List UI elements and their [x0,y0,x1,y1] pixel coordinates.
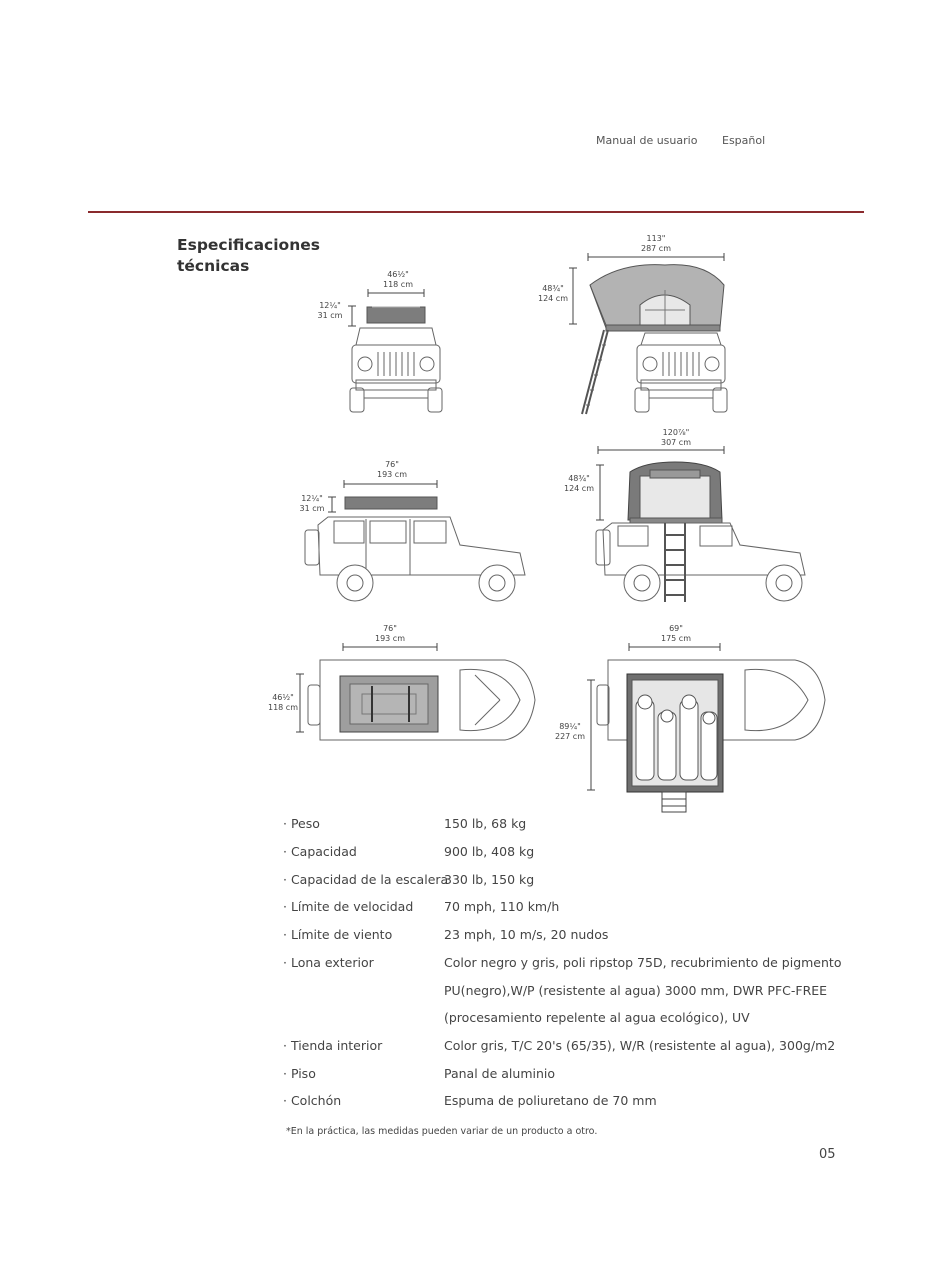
spec-label: · Colchón [283,1093,342,1108]
spec-value: Color negro y gris, poli ripstop 75D, re… [444,955,842,970]
footnote: *En la práctica, las medidas pueden vari… [286,1126,598,1137]
dim-side-closed-height: 12¼"31 cm [299,494,325,513]
dim-front-closed-width: 46½"118 cm [382,270,413,289]
side-view-closed [304,480,526,602]
spec-value: Espuma de poliuretano de 70 mm [444,1093,657,1108]
front-view-closed [348,289,443,413]
header-language: Español [722,134,766,147]
side-view-open [595,446,806,602]
spec-value: 900 lb, 408 kg [444,844,535,859]
front-view-open [569,253,728,415]
spec-label: · Lona exterior [283,955,374,970]
spec-value: 330 lb, 150 kg [444,872,535,887]
page-number: 05 [819,1147,836,1162]
dim-top-open-height: 89¼"227 cm [554,722,585,741]
top-view-closed [296,643,536,741]
spec-value: 70 mph, 110 km/h [444,899,560,914]
spec-value: (procesamiento repelente al agua ecológi… [444,1010,750,1025]
top-view-open [587,643,826,813]
dim-side-closed-width: 76"193 cm [376,460,407,479]
dim-side-open-width: 120⅞"307 cm [660,428,691,447]
dim-front-closed-height: 12¼"31 cm [317,301,343,320]
dim-front-open-height: 48¾"124 cm [537,284,568,303]
dim-top-closed-height: 46½"118 cm [267,693,298,712]
spec-value: 150 lb, 68 kg [444,816,527,831]
spec-label: · Límite de viento [283,927,393,942]
dim-front-open-width: 113"287 cm [640,234,671,253]
spec-label: · Peso [283,816,320,831]
dim-side-open-height: 48¾"124 cm [563,474,594,493]
spec-label: · Límite de velocidad [283,899,414,914]
spec-value: Color gris, T/C 20's (65/35), W/R (resis… [444,1038,836,1053]
header-manual: Manual de usuario [596,134,698,147]
page-title: Especificaciones técnicas [177,236,320,275]
spec-value: PU(negro),W/P (resistente al agua) 3000 … [444,983,828,998]
spec-label: · Capacidad [283,844,357,859]
spec-label: · Capacidad de la escalera [283,872,449,887]
spec-label: · Tienda interior [283,1038,383,1053]
spec-value: Panal de aluminio [444,1066,556,1081]
header-divider [88,211,864,213]
spec-value: 23 mph, 10 m/s, 20 nudos [444,927,609,942]
spec-label: · Piso [283,1066,316,1081]
dim-top-open-width: 69"175 cm [660,624,691,643]
dim-top-closed-width: 76"193 cm [374,624,405,643]
